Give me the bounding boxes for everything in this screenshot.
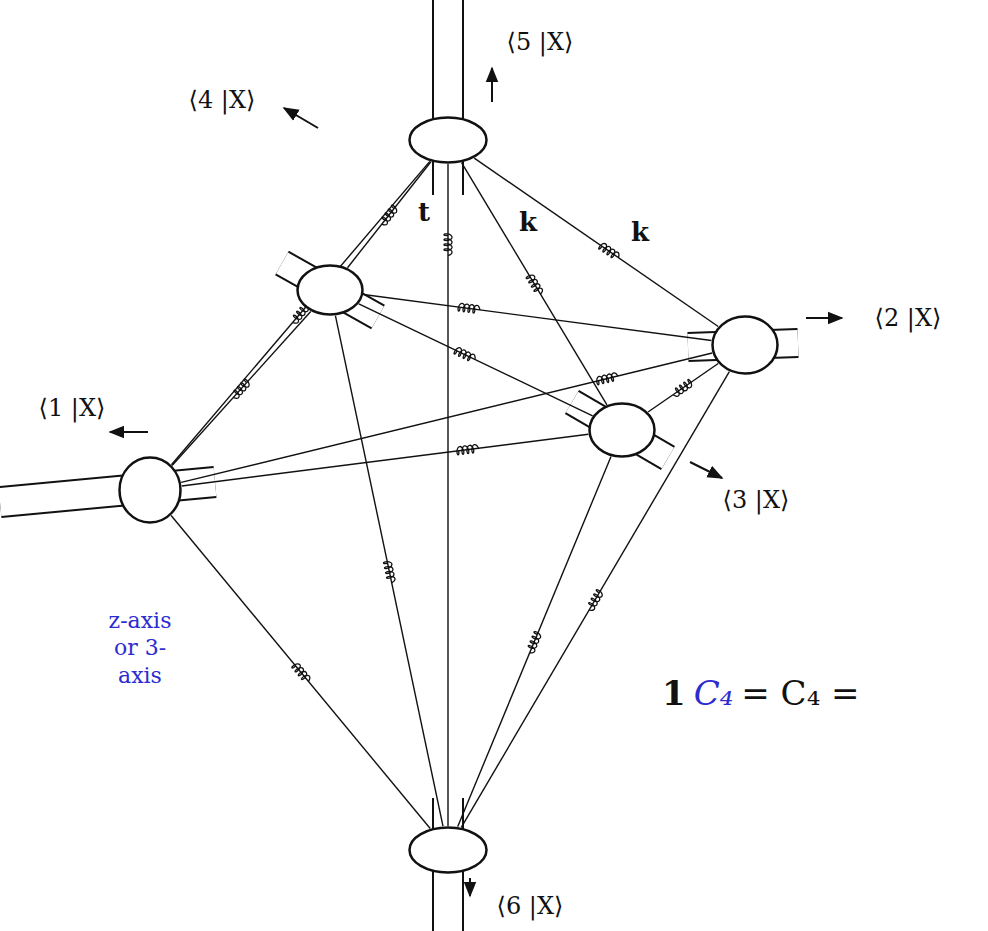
ket-label: ⟨4 |X⟩ — [187, 86, 258, 114]
spring-group — [462, 163, 607, 405]
operator-label: 1 — [662, 672, 686, 715]
mass-shape — [410, 118, 487, 163]
spring-coil — [292, 664, 310, 682]
mass-outline — [118, 456, 182, 524]
spring-group — [181, 353, 712, 482]
spring-group — [364, 294, 712, 340]
spring-group — [461, 372, 729, 828]
spring-group — [648, 363, 718, 412]
mass-shape — [120, 458, 181, 523]
spring-coil — [528, 632, 540, 653]
displacement-arrows — [110, 68, 842, 896]
mass-shape — [298, 266, 363, 315]
spring-coil — [673, 379, 691, 396]
mass-outline — [588, 402, 656, 458]
mass-ellipse: ⟨6 |X⟩ — [408, 826, 488, 874]
mass-outline — [408, 116, 488, 164]
spring-coil — [457, 445, 479, 455]
spring-line — [461, 372, 729, 828]
spring-coil — [383, 562, 395, 583]
operator-label: = C₄ = — [741, 672, 859, 715]
mass-ellipse: ⟨1 |X⟩ — [118, 456, 182, 524]
rods — [0, 0, 798, 931]
spring-coil — [233, 379, 249, 398]
spring-line — [335, 316, 443, 827]
spring-coil — [444, 234, 452, 256]
spring-line — [474, 158, 718, 326]
mass-outline — [711, 315, 779, 375]
spring-group — [458, 457, 611, 827]
ket-label: ⟨5 |X⟩ — [505, 28, 576, 56]
spring-coil — [526, 275, 542, 294]
spring-line — [181, 353, 712, 482]
spring-coil — [458, 303, 480, 313]
spring-coil — [454, 348, 475, 361]
spring-group — [359, 304, 593, 416]
spring-coil — [589, 590, 603, 611]
spring-group — [444, 164, 452, 826]
spring-line — [171, 161, 429, 464]
spring-coil — [599, 243, 619, 257]
mass-shape — [590, 404, 655, 457]
spring-line — [359, 304, 593, 416]
ket-label: ⟨2 |X⟩ — [873, 304, 944, 332]
spring-coil — [597, 373, 618, 385]
ket-label: ⟨6 |X⟩ — [495, 892, 566, 920]
spring-constant: t — [415, 199, 433, 225]
spring-line — [171, 516, 430, 829]
spring-group — [182, 434, 589, 486]
spring-group — [172, 311, 311, 465]
mass-ellipse: ⟨2 |X⟩ — [711, 315, 779, 375]
spring-constant: k — [516, 209, 540, 235]
spring-line — [648, 363, 718, 412]
mass-shape — [713, 317, 778, 374]
mass-outline — [296, 264, 364, 316]
spring-group — [474, 158, 718, 326]
ket-label: ⟨1 |X⟩ — [37, 394, 108, 422]
mass-ellipse: ⟨5 |X⟩ — [408, 116, 488, 164]
spring-line — [172, 311, 311, 465]
axis-label: z-axis or 3-axis — [100, 607, 180, 690]
spring-group — [171, 516, 430, 829]
spring-line — [447, 164, 448, 826]
spring-line — [364, 294, 712, 340]
operator-label: C₄ — [694, 672, 734, 715]
mass-ellipse: ⟨3 |X⟩ — [588, 402, 656, 458]
spring-line — [462, 163, 607, 405]
spring-constant: k — [628, 219, 652, 245]
mass-shape — [410, 828, 487, 873]
spring-line — [458, 457, 611, 827]
spring-line — [182, 434, 589, 486]
spring-group — [171, 161, 429, 464]
spring-group — [335, 316, 443, 827]
mass-ellipse: ⟨4 |X⟩ — [296, 264, 364, 316]
ket-label: ⟨3 |X⟩ — [721, 486, 792, 514]
mass-outline — [408, 826, 488, 874]
